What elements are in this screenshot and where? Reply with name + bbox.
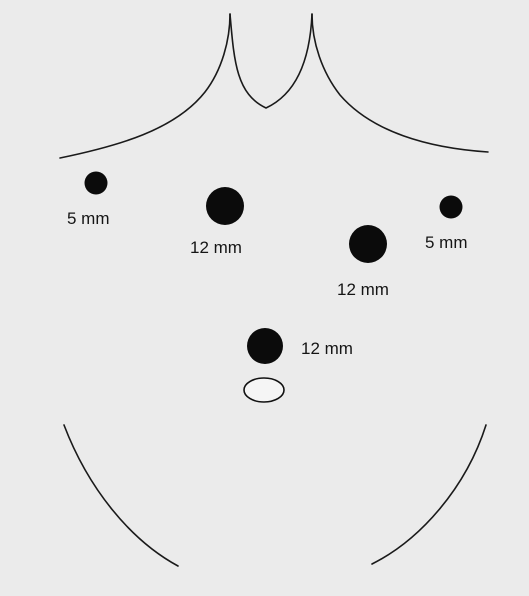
navel-marker: [244, 378, 284, 402]
port-right-medial-dot: [349, 225, 387, 263]
port-right-lateral-label: 5 mm: [425, 233, 468, 252]
port-umbilical-dot: [247, 328, 283, 364]
port-left-medial-dot: [206, 187, 244, 225]
port-right-medial-label: 12 mm: [337, 280, 389, 299]
port-left-lateral-dot: [85, 172, 108, 195]
port-umbilical-label: 12 mm: [301, 339, 353, 358]
port-left-lateral-label: 5 mm: [67, 209, 110, 228]
port-left-medial-label: 12 mm: [190, 238, 242, 257]
port-right-lateral-dot: [440, 196, 463, 219]
